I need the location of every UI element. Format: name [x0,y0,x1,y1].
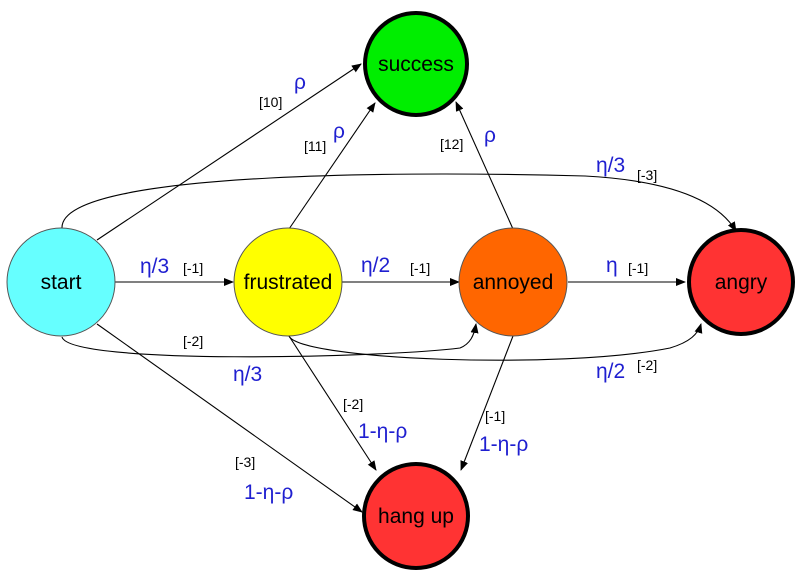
node-annoyed-circle [458,227,568,337]
edge-start-annoyed-reward: [-2] [183,333,203,349]
edge-frustrated-annoyed-prob: η/2 [361,254,390,277]
edge-annoyed-hangup [460,335,514,471]
edge-start-frustrated-prob: η/3 [140,255,169,278]
node-success-circle [363,11,469,117]
node-success-label: success [378,53,454,76]
node-frustrated-circle [233,227,343,337]
node-success[interactable]: success [363,11,469,117]
edge-start-angry-prob: η/3 [596,154,625,177]
node-angry-label: angry [715,271,768,294]
edge-frustrated-success-prob: ρ [333,120,345,143]
node-start-circle [6,227,116,337]
edge-start-hangup-reward: [-3] [235,454,255,470]
edge-start-success [96,63,362,241]
edge-annoyed-angry-prob: η [606,254,618,277]
edge-frustrated-hangup [288,335,377,471]
edge-start-hangup-prob: 1-η-ρ [244,481,293,504]
edge-frustrated-success [288,102,376,230]
edge-frustrated-hangup-reward: [-2] [343,396,363,412]
nodes: start frustrated annoyed angry success h… [6,11,795,570]
edge-annoyed-success-prob: ρ [484,124,496,147]
edge-start-annoyed [61,323,479,358]
node-start-label: start [41,271,82,294]
edge-start-success-reward: [10] [259,94,282,110]
edges [61,63,737,513]
edge-start-angry [61,173,737,232]
edge-start-angry-reward: [-3] [637,167,657,183]
node-hangup-label: hang up [378,505,454,528]
edge-annoyed-hangup-reward: [-1] [485,408,505,424]
edge-start-annoyed-prob: η/3 [233,363,262,386]
node-hangup[interactable]: hang up [362,462,470,570]
node-hangup-circle [362,462,470,570]
node-annoyed-label: annoyed [473,271,554,294]
edge-frustrated-angry-reward: [-2] [637,357,657,373]
node-start[interactable]: start [6,227,116,337]
edge-frustrated-hangup-prob: 1-η-ρ [358,420,407,443]
edge-start-success-prob: ρ [294,71,306,94]
edge-start-frustrated-reward: [-1] [183,260,203,276]
node-annoyed[interactable]: annoyed [458,227,568,337]
node-frustrated-label: frustrated [244,271,333,294]
edge-labels: [10] ρ [11] ρ [12] ρ η/3 [-3] η/3 [-1] η… [140,71,657,504]
node-angry[interactable]: angry [687,228,795,336]
edge-annoyed-hangup-prob: 1-η-ρ [479,433,528,456]
edge-frustrated-angry [288,323,703,361]
node-frustrated[interactable]: frustrated [233,227,343,337]
edge-start-hangup [96,323,363,513]
edge-annoyed-success [455,101,514,230]
edge-annoyed-angry-reward: [-1] [628,260,648,276]
edge-frustrated-annoyed-reward: [-1] [410,260,430,276]
edge-frustrated-angry-prob: η/2 [596,360,625,383]
node-angry-circle [687,228,795,336]
edge-frustrated-success-reward: [11] [304,138,326,154]
edge-annoyed-success-reward: [12] [440,136,463,152]
